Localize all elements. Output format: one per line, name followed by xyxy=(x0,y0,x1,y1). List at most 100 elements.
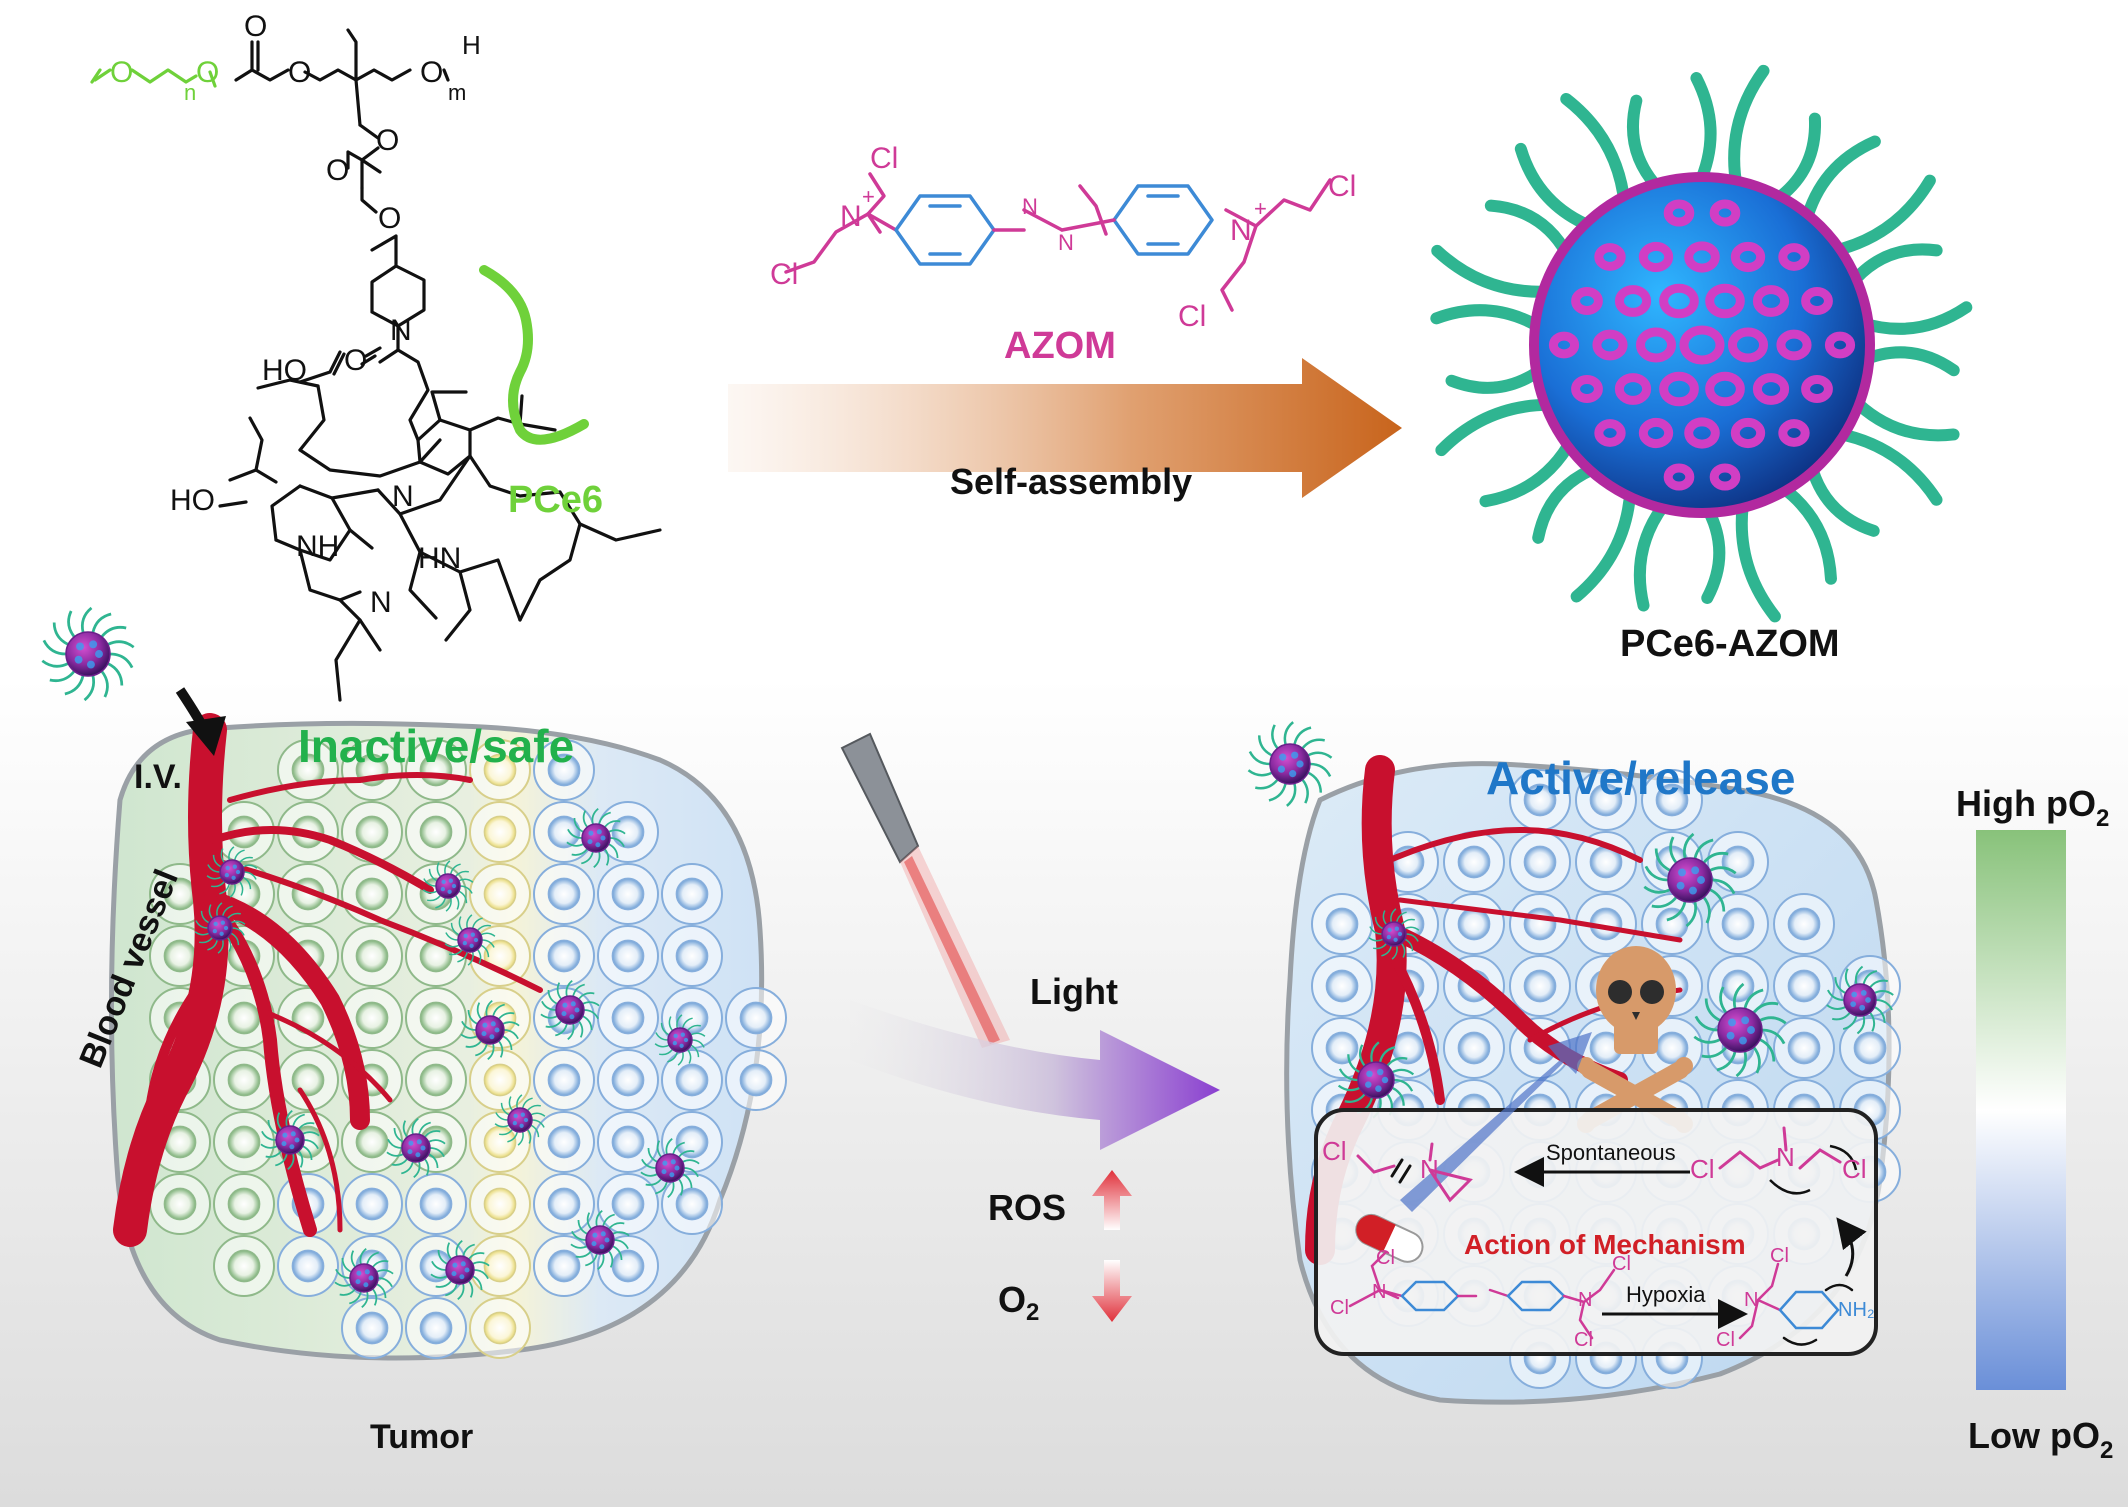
tumor-cell xyxy=(533,1235,595,1297)
small-micelle xyxy=(1368,908,1420,960)
tumor-cell xyxy=(1509,769,1571,831)
micelle-pore xyxy=(1684,417,1720,449)
light-reaction-arrow xyxy=(850,1000,1220,1150)
tumor-cell xyxy=(661,1173,723,1235)
label-ho-left: HO xyxy=(170,484,215,517)
small-micelle xyxy=(654,1014,706,1066)
tumor-cell xyxy=(661,925,723,987)
iv-label: I.V. xyxy=(134,758,182,796)
tumor-cell xyxy=(213,1235,275,1297)
subscript-m: m xyxy=(448,80,466,105)
small-micelle xyxy=(460,1000,520,1060)
light-label: Light xyxy=(1030,971,1118,1012)
small-micelle xyxy=(386,1118,446,1178)
tumor-cell xyxy=(405,801,467,863)
micelle-pore xyxy=(1594,419,1626,447)
label-ho-top: HO xyxy=(262,354,307,387)
tumor-cell xyxy=(1641,893,1703,955)
tumor-cell xyxy=(533,925,595,987)
micelle-pore xyxy=(1614,373,1652,405)
atom-n-piperidine: N xyxy=(390,314,412,347)
tumor-cell xyxy=(341,1297,403,1359)
spontaneous-label: Spontaneous xyxy=(1546,1140,1676,1165)
tumor-cell xyxy=(533,1111,595,1173)
micelle-pore xyxy=(1592,329,1628,361)
tumor-cell xyxy=(213,1173,275,1235)
self-assembly-label: Self-assembly xyxy=(950,461,1192,502)
micelle-pore xyxy=(1594,243,1626,271)
micelle-tail xyxy=(1560,92,1631,211)
micelle-pore xyxy=(1659,371,1699,407)
azom-atom-labels: Cl N + Cl N N N + Cl Cl xyxy=(770,142,1356,333)
tumor-cell xyxy=(597,925,659,987)
micelle-pore xyxy=(1730,241,1766,273)
mech-small-cl-1: Cl xyxy=(1376,1247,1395,1269)
pce6-azom-label: PCe6-AZOM xyxy=(1620,623,1840,665)
micelle-pore xyxy=(1659,283,1699,319)
tumor-cell xyxy=(597,863,659,925)
tumor-cell xyxy=(405,1297,467,1359)
micelle-pore xyxy=(1778,419,1810,447)
atom-o-peg-1: O xyxy=(110,56,133,89)
peg-chain xyxy=(90,68,217,88)
atom-h-end: H xyxy=(462,30,481,60)
atom-o-link: O xyxy=(378,202,401,235)
tumor-cell xyxy=(277,863,339,925)
left-tumor xyxy=(108,713,787,1361)
mech-small-n-1: N xyxy=(1372,1281,1386,1303)
tumor-cell xyxy=(1311,955,1373,1017)
ros-label: ROS xyxy=(988,1187,1066,1228)
micelle-pore xyxy=(1663,199,1695,227)
porphyrin-core xyxy=(228,378,662,702)
tumor-cell xyxy=(533,1049,595,1111)
tumor-cell xyxy=(405,987,467,1049)
tumor-cell xyxy=(213,1111,275,1173)
small-micelle xyxy=(1826,965,1894,1035)
pce6-structure xyxy=(90,28,662,702)
mech-n-right: N xyxy=(1776,1142,1795,1172)
tumor-cell xyxy=(597,1111,659,1173)
micelle-tail xyxy=(1728,64,1770,195)
label-n-ring-bottom: N xyxy=(370,586,392,619)
micelle-pore xyxy=(1679,325,1725,365)
atom-o-amide: O xyxy=(344,344,367,377)
tumor-cell xyxy=(533,801,595,863)
tumor-cell xyxy=(469,1173,531,1235)
o2-down-arrow xyxy=(1092,1260,1132,1322)
azom-azo-n-2: N xyxy=(1058,230,1074,255)
micelle-pore xyxy=(1548,331,1580,359)
tumor-cell xyxy=(725,987,787,1049)
tumor-cell xyxy=(341,987,403,1049)
tumor-cell xyxy=(469,801,531,863)
tumor-cell xyxy=(661,863,723,925)
pill-icon xyxy=(1355,1213,1424,1263)
azom-cl-top-right: Cl xyxy=(1328,170,1356,203)
small-micelle xyxy=(41,606,135,702)
mech-cl-right-2: Cl xyxy=(1842,1154,1867,1184)
small-micelle xyxy=(430,1240,490,1300)
benzene-ring-right xyxy=(1112,184,1214,256)
tumor-cell xyxy=(1773,1017,1835,1079)
iv-injected-micelle xyxy=(41,606,135,702)
small-micelle xyxy=(640,1138,700,1198)
side-chain xyxy=(358,123,380,140)
micelle-pore xyxy=(1614,285,1652,317)
tumor-cell xyxy=(1443,1017,1505,1079)
micelle-mesh xyxy=(1548,199,1856,491)
tumor-cell xyxy=(533,739,595,801)
micelle-pore xyxy=(1571,286,1603,316)
small-micelle xyxy=(260,1110,320,1170)
pce6-label: PCe6 xyxy=(508,479,603,521)
micelle-tail xyxy=(1825,174,1936,258)
tumor-cell xyxy=(1707,893,1769,955)
self-assembly-arrow xyxy=(728,358,1402,498)
tumor-cell xyxy=(597,1049,659,1111)
piperidine-ring xyxy=(370,234,426,328)
tumor-cell xyxy=(1641,769,1703,831)
high-po2-label: High pO2 xyxy=(1956,783,2109,832)
mech-n-aziridinium: N xyxy=(1420,1154,1439,1184)
micelle-pore xyxy=(1705,371,1745,407)
small-micelle xyxy=(1337,1041,1415,1119)
small-micelle xyxy=(422,860,474,912)
